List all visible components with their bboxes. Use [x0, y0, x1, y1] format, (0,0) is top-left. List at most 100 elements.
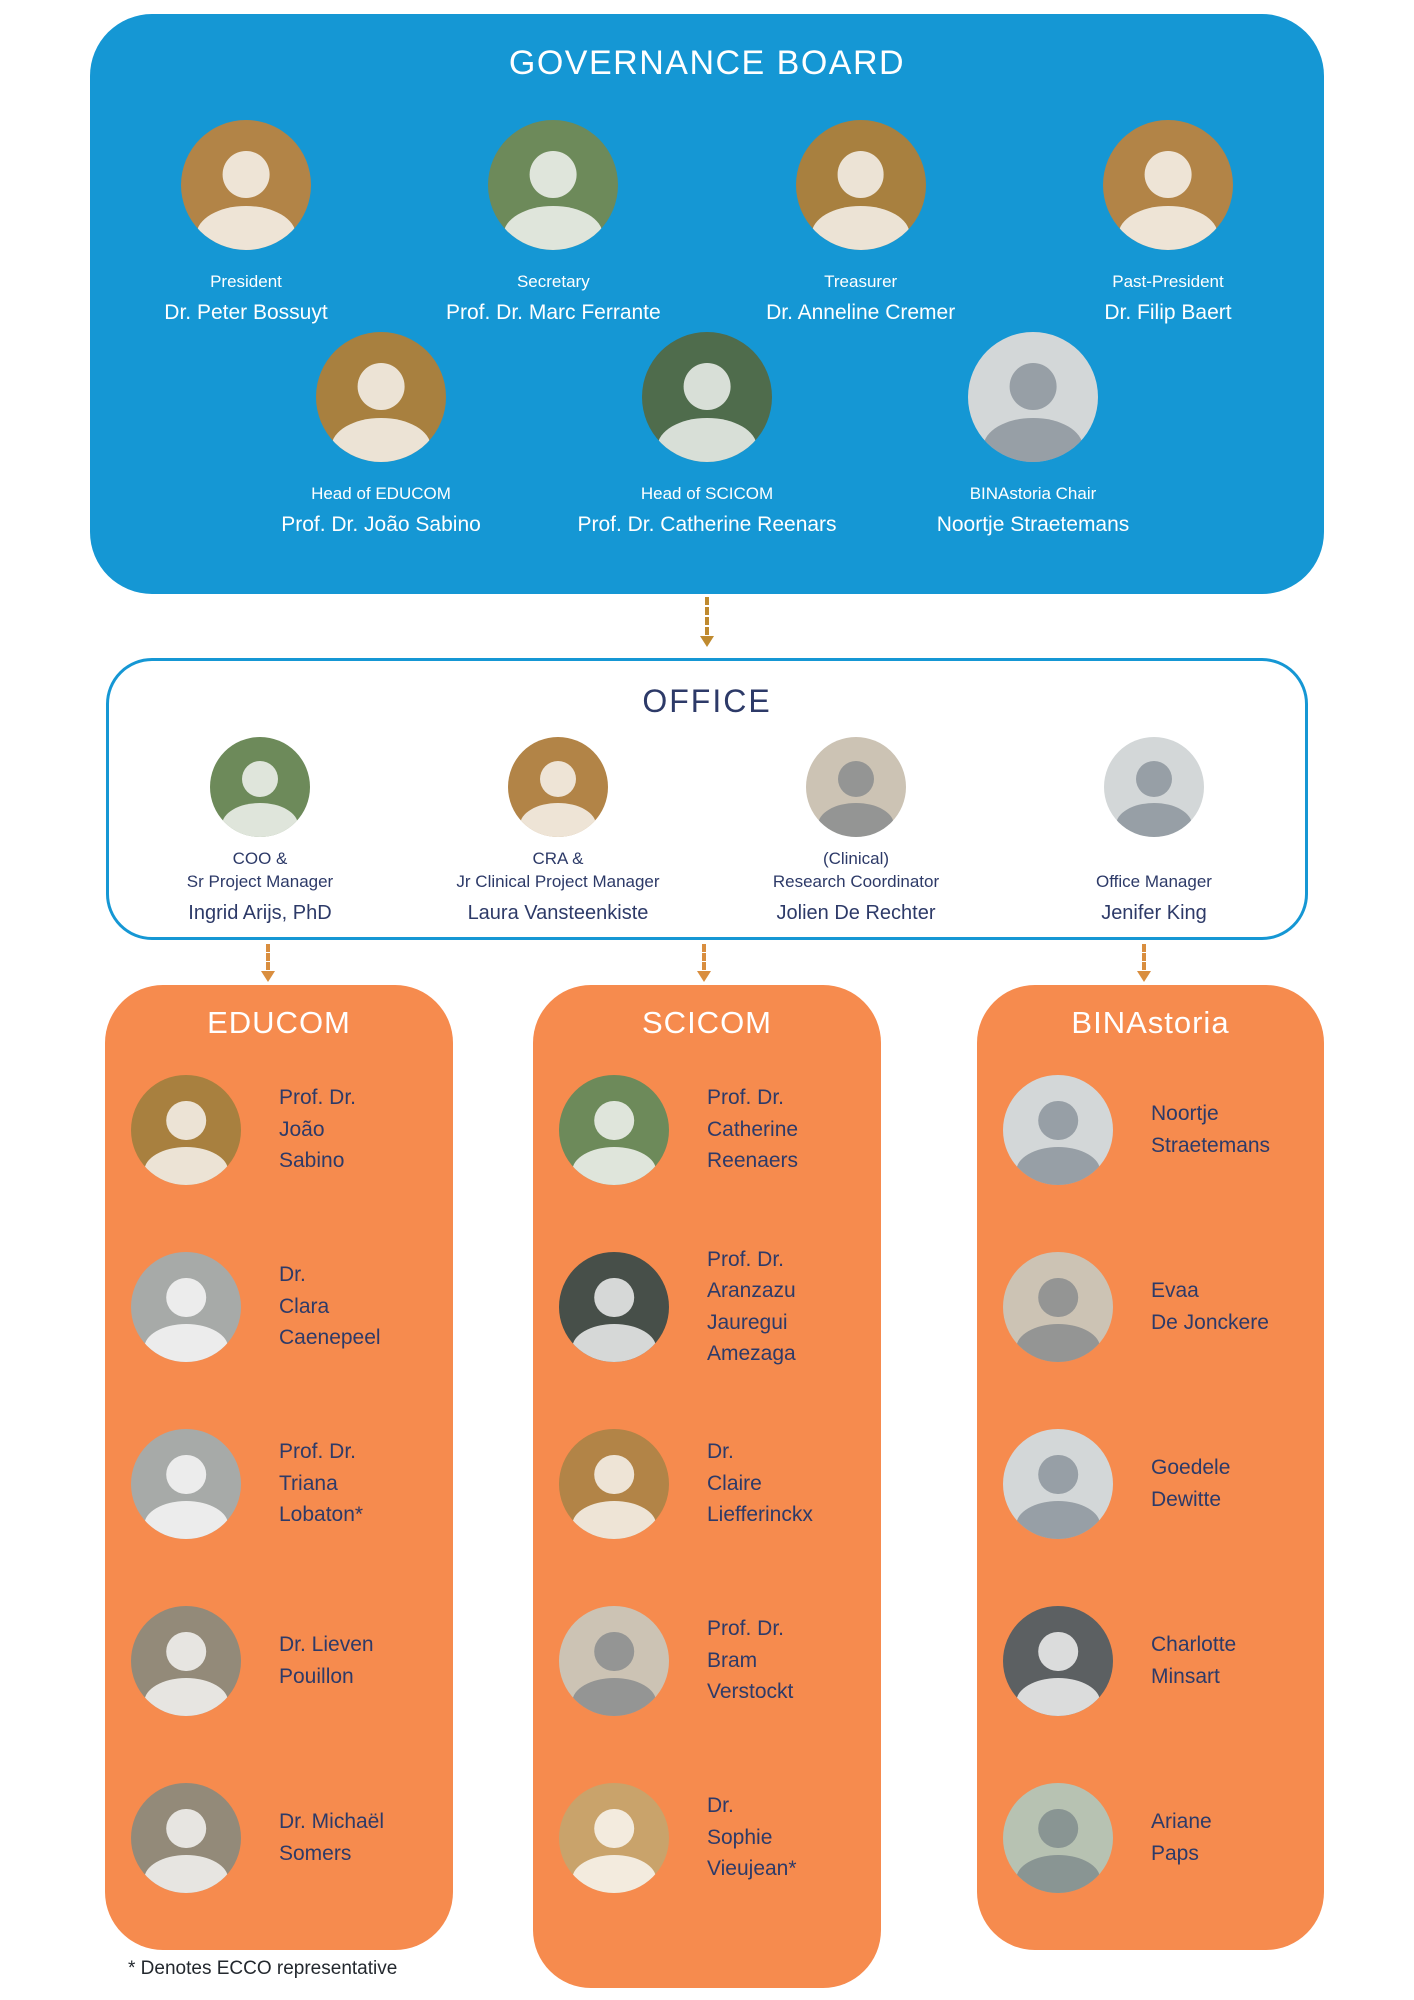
- avatar-evaa-de-jonckere: [1003, 1251, 1113, 1362]
- avatar-michael-somers: [131, 1782, 241, 1893]
- governance-board-title: GOVERNANCE BOARD: [508, 44, 906, 82]
- dashed-line: [702, 944, 706, 970]
- member-name: Prof. Dr. João Sabino: [279, 1086, 357, 1173]
- ecco-representative-footnote: * Denotes ECCO representative: [128, 1958, 398, 1979]
- avatar-clara-caenepeel: [131, 1251, 241, 1362]
- office-member-row: COO & Sr Project Manager Ingrid Arijs, P…: [109, 737, 1305, 925]
- member-name: Charlotte Minsart: [1151, 1633, 1237, 1688]
- office-title: OFFICE: [642, 683, 772, 719]
- scicom-panel: SCICOM Prof. Dr. Catherine Reenaers Prof…: [533, 985, 881, 1988]
- avatar-joao-sabino: [316, 332, 446, 462]
- avatar-charlotte-minsart: [1003, 1605, 1113, 1716]
- binastoria-panel: BINAstoria Noortje Straetemans Evaa De J…: [977, 985, 1324, 1950]
- member-role: President: [210, 272, 282, 291]
- member-name: Dr. Sophie Vieujean*: [707, 1794, 797, 1881]
- board-row-2: Head of EDUCOM Prof. Dr. João Sabino Hea…: [90, 332, 1324, 537]
- member-name: Noortje Straetemans: [936, 513, 1130, 536]
- member-role-line1: CRA &: [532, 849, 584, 869]
- avatar-filip-baert: [1102, 120, 1233, 250]
- committee-member: Goedele Dewitte: [977, 1395, 1324, 1572]
- member-roles: (Clinical) Research Coordinator: [773, 847, 939, 894]
- avatar-peter-bossuyt: [181, 120, 311, 250]
- avatar-marc-ferrante: [488, 120, 619, 250]
- committee-member: Dr. Clara Caenepeel: [105, 1218, 453, 1395]
- member-name: Dr. Filip Baert: [1104, 301, 1232, 324]
- avatar-laura-vansteenkiste: [508, 737, 608, 837]
- board-member-secretary: Secretary Prof. Dr. Marc Ferrante: [405, 120, 701, 325]
- committee-member: Dr. Michaël Somers: [105, 1749, 453, 1926]
- member-name: Goedele Dewitte: [1151, 1456, 1231, 1511]
- member-name: Ingrid Arijs, PhD: [188, 902, 332, 924]
- committee-member: Ariane Paps: [977, 1749, 1324, 1926]
- member-name: Dr. Peter Bossuyt: [164, 301, 328, 324]
- dashed-line: [705, 597, 709, 635]
- member-role-line1: (Clinical): [822, 849, 890, 869]
- avatar-ariane-paps: [1003, 1782, 1113, 1893]
- office-member-coo: COO & Sr Project Manager Ingrid Arijs, P…: [111, 737, 409, 925]
- member-name: Dr. Michaël Somers: [279, 1810, 385, 1865]
- committee-member: Dr. Sophie Vieujean*: [533, 1749, 881, 1926]
- avatar-triana-lobaton: [131, 1428, 241, 1539]
- member-roles: COO & Sr Project Manager: [187, 847, 333, 894]
- member-name: Ariane Paps: [1151, 1810, 1212, 1865]
- member-role-line2: Research Coordinator: [772, 872, 940, 892]
- member-role: Head of EDUCOM: [311, 484, 451, 503]
- member-name: Prof. Dr. Triana Lobaton*: [279, 1440, 364, 1527]
- connector-arrow-board-to-office: [700, 597, 714, 647]
- board-member-binastoria-chair: BINAstoria Chair Noortje Straetemans: [883, 332, 1183, 537]
- avatar-catherine-reenars: [642, 332, 772, 462]
- member-name: Dr. Claire Liefferinckx: [707, 1440, 813, 1527]
- educom-panel: EDUCOM Prof. Dr. João Sabino Dr. Clara C…: [105, 985, 453, 1950]
- office-member-research-coordinator: (Clinical) Research Coordinator Jolien D…: [707, 737, 1005, 925]
- avatar-jolien-de-rechter: [806, 737, 906, 837]
- scicom-title: SCICOM: [642, 1005, 772, 1040]
- member-name: Jenifer King: [1101, 902, 1207, 924]
- board-member-president: President Dr. Peter Bossuyt: [98, 120, 394, 325]
- member-name: Prof. Dr. Catherine Reenaers: [707, 1086, 799, 1173]
- connector-arrow-office-to-scicom: [697, 944, 711, 982]
- board-member-head-scicom: Head of SCICOM Prof. Dr. Catherine Reena…: [557, 332, 857, 537]
- member-name: Dr. Anneline Cremer: [766, 301, 956, 324]
- committee-member: Prof. Dr. João Sabino: [105, 1041, 453, 1218]
- committee-member: Prof. Dr. Catherine Reenaers: [533, 1041, 881, 1218]
- avatar-sophie-vieujean: [559, 1782, 669, 1893]
- member-role: Secretary: [516, 272, 590, 291]
- arrowhead-icon: [700, 636, 714, 647]
- member-name: Dr. Lieven Pouillon: [279, 1633, 374, 1688]
- member-roles: Office Manager: [1096, 847, 1212, 894]
- avatar-noortje-straetemans: [968, 332, 1098, 462]
- member-name: Prof. Dr. Marc Ferrante: [445, 301, 661, 324]
- educom-title: EDUCOM: [207, 1005, 351, 1040]
- educom-member-list: Prof. Dr. João Sabino Dr. Clara Caenepee…: [105, 1041, 453, 1926]
- member-name: Dr. Clara Caenepeel: [279, 1263, 381, 1350]
- member-role: Treasurer: [824, 272, 898, 291]
- avatar-joao-sabino-educom: [131, 1074, 241, 1185]
- member-name: Evaa De Jonckere: [1151, 1279, 1269, 1334]
- member-name: Prof. Dr. João Sabino: [281, 513, 481, 536]
- committee-member: Prof. Dr. Aranzazu Jauregui Amezaga: [533, 1218, 881, 1395]
- arrowhead-icon: [261, 971, 275, 982]
- avatar-aranzazu-jauregui-amezaga: [559, 1251, 669, 1362]
- member-role-line2: Sr Project Manager: [186, 872, 334, 892]
- office-panel: OFFICE COO & Sr Project Manager Ingrid A…: [106, 658, 1308, 940]
- avatar-anneline-cremer: [795, 120, 926, 250]
- avatar-bram-verstockt: [559, 1605, 669, 1716]
- member-role: BINAstoria Chair: [969, 484, 1097, 503]
- committee-member: Dr. Lieven Pouillon: [105, 1572, 453, 1749]
- member-name: Noortje Straetemans: [1151, 1102, 1271, 1157]
- committee-member: Noortje Straetemans: [977, 1041, 1324, 1218]
- binastoria-member-list: Noortje Straetemans Evaa De Jonckere Goe…: [977, 1041, 1324, 1926]
- avatar-catherine-reenaers-scicom: [559, 1074, 669, 1185]
- board-member-treasurer: Treasurer Dr. Anneline Cremer: [713, 120, 1009, 325]
- dashed-line: [1142, 944, 1146, 970]
- member-name: Laura Vansteenkiste: [467, 902, 649, 924]
- avatar-ingrid-arijs: [210, 737, 310, 837]
- scicom-member-list: Prof. Dr. Catherine Reenaers Prof. Dr. A…: [533, 1041, 881, 1926]
- office-member-office-manager: Office Manager Jenifer King: [1005, 737, 1303, 925]
- avatar-jenifer-king: [1104, 737, 1204, 837]
- committee-member: Prof. Dr. Triana Lobaton*: [105, 1395, 453, 1572]
- member-roles: CRA & Jr Clinical Project Manager: [456, 847, 659, 894]
- member-role: Past-President: [1112, 272, 1224, 291]
- connector-arrow-office-to-educom: [261, 944, 275, 982]
